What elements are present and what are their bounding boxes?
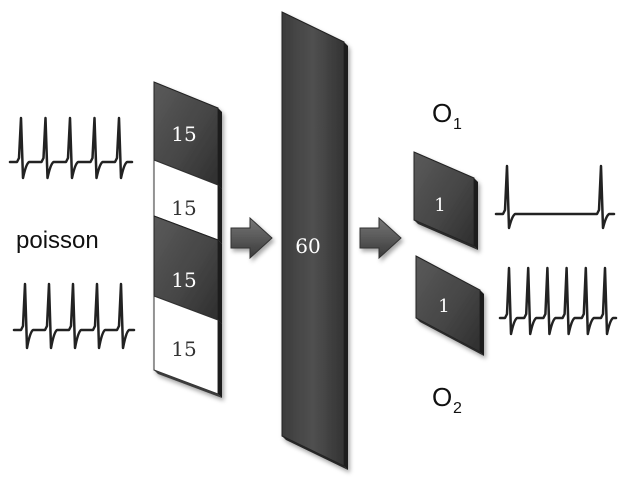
layer1-block-4-value: 15	[171, 337, 196, 361]
input-spike-train-top	[8, 116, 134, 180]
output-spike-train-1	[494, 164, 616, 230]
output-2-label-main: O	[432, 382, 452, 412]
output-neuron-1-value: 1	[434, 195, 445, 216]
layer1-block-4: 15	[153, 295, 222, 398]
output-spike-train-2	[498, 266, 618, 336]
layer2-block-value: 60	[295, 234, 320, 258]
output-2-label: O 2	[432, 382, 462, 417]
input-spike-train-bottom	[12, 282, 136, 350]
arrow-layer1-to-layer2	[230, 216, 273, 260]
input-label: poisson	[16, 227, 99, 254]
layer1-block-3-value: 15	[171, 268, 196, 292]
layer1-stack: 15 15 15 15	[153, 81, 222, 398]
output-1-label-main: O	[432, 98, 452, 128]
arrow-layer2-to-output	[359, 216, 402, 260]
layer1-block-2: 15	[153, 159, 222, 244]
output-1-label-sub: 1	[453, 116, 462, 133]
output-neuron-1: 1	[413, 151, 478, 250]
output-neuron-2: 1	[415, 255, 484, 356]
output-neuron-2-value: 1	[438, 296, 449, 317]
layer1-block-2-value: 15	[171, 196, 196, 220]
layer2-block: 60	[281, 11, 348, 470]
output-1-label: O 1	[432, 98, 462, 133]
output-2-label-sub: 2	[453, 400, 462, 417]
layer1-block-1-value: 15	[171, 122, 196, 146]
